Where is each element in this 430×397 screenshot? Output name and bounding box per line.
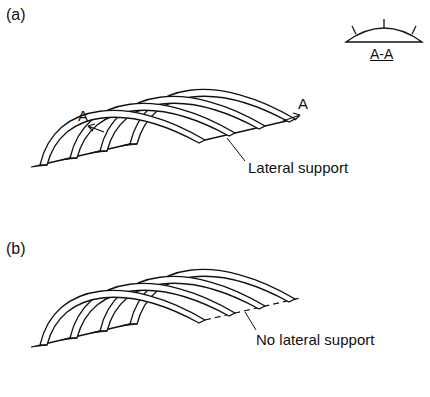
callout-label: Lateral support [248,160,348,177]
part-label: (a) [6,6,26,24]
section-arrow [88,124,104,132]
part-label: (b) [6,240,26,258]
section-mark: A [298,96,308,113]
callout-label: No lateral support [256,332,374,349]
section-title: A-A [370,47,393,62]
ribs-with-support [31,89,300,167]
leader-line [227,138,245,161]
leader-line [245,312,256,330]
section-mark: A [78,108,88,125]
section-view [346,19,422,42]
section-arrow [283,113,300,121]
